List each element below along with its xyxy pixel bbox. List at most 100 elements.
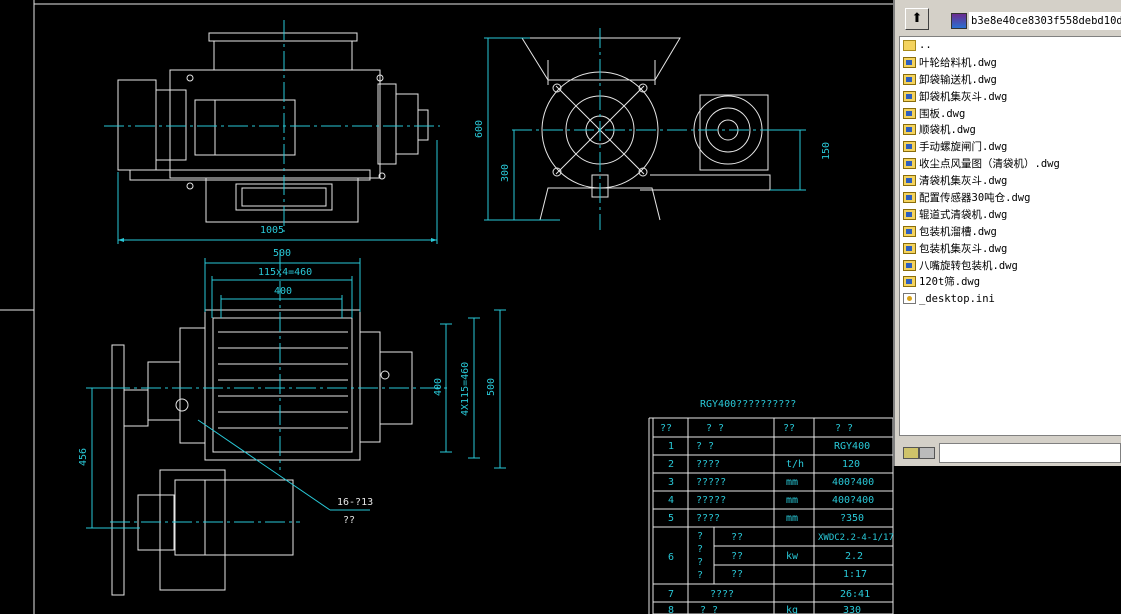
spec-row-no: 8 xyxy=(668,605,674,614)
list-item[interactable]: 120t筛.dwg xyxy=(900,273,1121,290)
list-item[interactable]: 包装机集灰斗.dwg xyxy=(900,240,1121,257)
spec-row-value: 26:41 xyxy=(840,589,870,600)
current-path-field[interactable]: b3e8e40ce8303f558debd10d96 xyxy=(969,12,1121,30)
spec-row-unit: mm xyxy=(786,495,798,506)
dwg-file-icon xyxy=(903,225,916,237)
list-item[interactable]: 叶轮给料机.dwg xyxy=(900,54,1121,71)
list-item-parent-folder[interactable]: .. xyxy=(900,37,1121,54)
dwg-file-icon xyxy=(903,276,916,288)
archive-icon xyxy=(951,13,967,29)
spec-row-item: ????? xyxy=(696,495,726,506)
up-folder-button[interactable]: ⬆ xyxy=(905,8,929,30)
spec-header-unit: ?? xyxy=(783,423,795,434)
side-motor-dim: 150 xyxy=(821,142,832,160)
plan-outer-height-dim: 500 xyxy=(486,378,497,396)
drive-icon xyxy=(903,447,919,459)
hole-note-sub: ?? xyxy=(343,515,355,526)
file-name: 叶轮给料机.dwg xyxy=(919,56,997,69)
file-name: 包装机溜槽.dwg xyxy=(919,225,997,238)
list-item[interactable]: 围板.dwg xyxy=(900,105,1121,122)
spec-row-unit: mm xyxy=(786,513,798,524)
list-item[interactable]: 卸袋机集灰斗.dwg xyxy=(900,88,1121,105)
spec-row-item-char: ? xyxy=(697,544,703,555)
list-item[interactable]: 八嘴旋转包装机.dwg xyxy=(900,257,1121,274)
file-name: 卸袋输送机.dwg xyxy=(919,73,997,86)
list-item[interactable]: 顺袋机.dwg xyxy=(900,121,1121,138)
spec-row-item-char: ? xyxy=(697,570,703,581)
plan-bolt-pitch-y-dim: 4X115=460 xyxy=(460,362,471,416)
spec-row-item: ???? xyxy=(696,459,720,470)
file-name: 顺袋机.dwg xyxy=(919,124,976,137)
spec-row-unit: kg xyxy=(786,605,798,614)
spec-row-no: 2 xyxy=(668,459,674,470)
file-browser-panel: ⬆ b3e8e40ce8303f558debd10d96 .. 叶轮给料机.dw… xyxy=(893,0,1121,466)
spec-row-no: 7 xyxy=(668,589,674,600)
file-panel-toolbar: ⬆ b3e8e40ce8303f558debd10d96 xyxy=(895,2,1121,34)
spec-row-unit: mm xyxy=(786,477,798,488)
spec-row-value: 120 xyxy=(842,459,860,470)
plan-drive-length-dim: 456 xyxy=(78,448,89,466)
list-item[interactable]: _desktop.ini xyxy=(900,290,1121,307)
spec-row-item-char: ? xyxy=(697,557,703,568)
dwg-file-icon xyxy=(903,124,916,136)
spec-row-value: 330 xyxy=(843,605,861,614)
spec-subrow-value: XWDC2.2-4-1/17 xyxy=(818,533,894,543)
spec-header-no: ?? xyxy=(660,423,672,434)
hole-note: 16-?13 xyxy=(337,497,373,508)
spec-row-value: 400?400 xyxy=(832,495,874,506)
file-name: .. xyxy=(919,39,932,52)
file-list: .. 叶轮给料机.dwg 卸袋输送机.dwg 卸袋机集灰斗.dwg 围板.dwg… xyxy=(899,36,1121,436)
dwg-file-icon xyxy=(903,175,916,187)
spec-row-value: RGY400 xyxy=(834,441,870,452)
plan-view: 500 115x4=460 400 400 4X115=460 500 456 … xyxy=(78,248,506,596)
spec-subrow-value: 1:17 xyxy=(843,569,867,580)
plan-inlet-width-dim: 400 xyxy=(274,286,292,297)
spec-row-item: ? ? xyxy=(696,441,714,452)
network-drive-icon xyxy=(919,447,935,459)
file-panel-status-bar xyxy=(895,440,1121,464)
spec-subrow-value: 2.2 xyxy=(845,551,863,562)
spec-subrow-label: ?? xyxy=(731,532,743,543)
spec-row-item: ? ? xyxy=(700,605,718,614)
dwg-file-icon xyxy=(903,56,916,68)
spec-header-item: ? ? xyxy=(706,423,724,434)
list-item[interactable]: 包装机溜槽.dwg xyxy=(900,223,1121,240)
list-item[interactable]: 卸袋输送机.dwg xyxy=(900,71,1121,88)
side-lower-dim: 300 xyxy=(500,164,511,182)
file-name: 120t筛.dwg xyxy=(919,276,981,289)
file-name: 收尘点风量图（清袋机）.dwg xyxy=(919,158,1060,171)
spec-row-item: ???? xyxy=(710,589,734,600)
spec-row-no: 4 xyxy=(668,495,674,506)
file-name: 手动螺旋闸门.dwg xyxy=(919,141,1008,154)
spec-row-value: 400?400 xyxy=(832,477,874,488)
spec-subrow-label: ?? xyxy=(731,569,743,580)
file-name: 包装机集灰斗.dwg xyxy=(919,242,1008,255)
status-field xyxy=(939,443,1121,463)
file-name: 八嘴旋转包装机.dwg xyxy=(919,259,1018,272)
spec-subrow-label: ?? xyxy=(731,551,743,562)
list-item[interactable]: 收尘点风量图（清袋机）.dwg xyxy=(900,155,1121,172)
list-item[interactable]: 辊道式清袋机.dwg xyxy=(900,206,1121,223)
dwg-file-icon xyxy=(903,90,916,102)
spec-table-title: RGY400?????????? xyxy=(700,399,796,410)
list-item[interactable]: 清袋机集灰斗.dwg xyxy=(900,172,1121,189)
plan-bolt-pitch-x-dim: 115x4=460 xyxy=(258,267,312,278)
file-name: 卸袋机集灰斗.dwg xyxy=(919,90,1008,103)
spec-row-no: 6 xyxy=(668,552,674,563)
spec-subrow-unit: kw xyxy=(786,551,799,562)
front-view: 1005 xyxy=(104,20,440,244)
spec-row-no: 5 xyxy=(668,513,674,524)
list-item[interactable]: 手动螺旋闸门.dwg xyxy=(900,138,1121,155)
dwg-file-icon xyxy=(903,141,916,153)
spec-row-item: ???? xyxy=(696,513,720,524)
plan-inlet-height-dim: 400 xyxy=(433,378,444,396)
spec-row-no: 3 xyxy=(668,477,674,488)
dwg-file-icon xyxy=(903,259,916,271)
spec-row-item-char: ? xyxy=(697,531,703,542)
dwg-file-icon xyxy=(903,73,916,85)
dwg-file-icon xyxy=(903,191,916,203)
settings-file-icon xyxy=(903,293,916,305)
file-name: 配置传感器30吨仓.dwg xyxy=(919,191,1031,204)
list-item[interactable]: 配置传感器30吨仓.dwg xyxy=(900,189,1121,206)
